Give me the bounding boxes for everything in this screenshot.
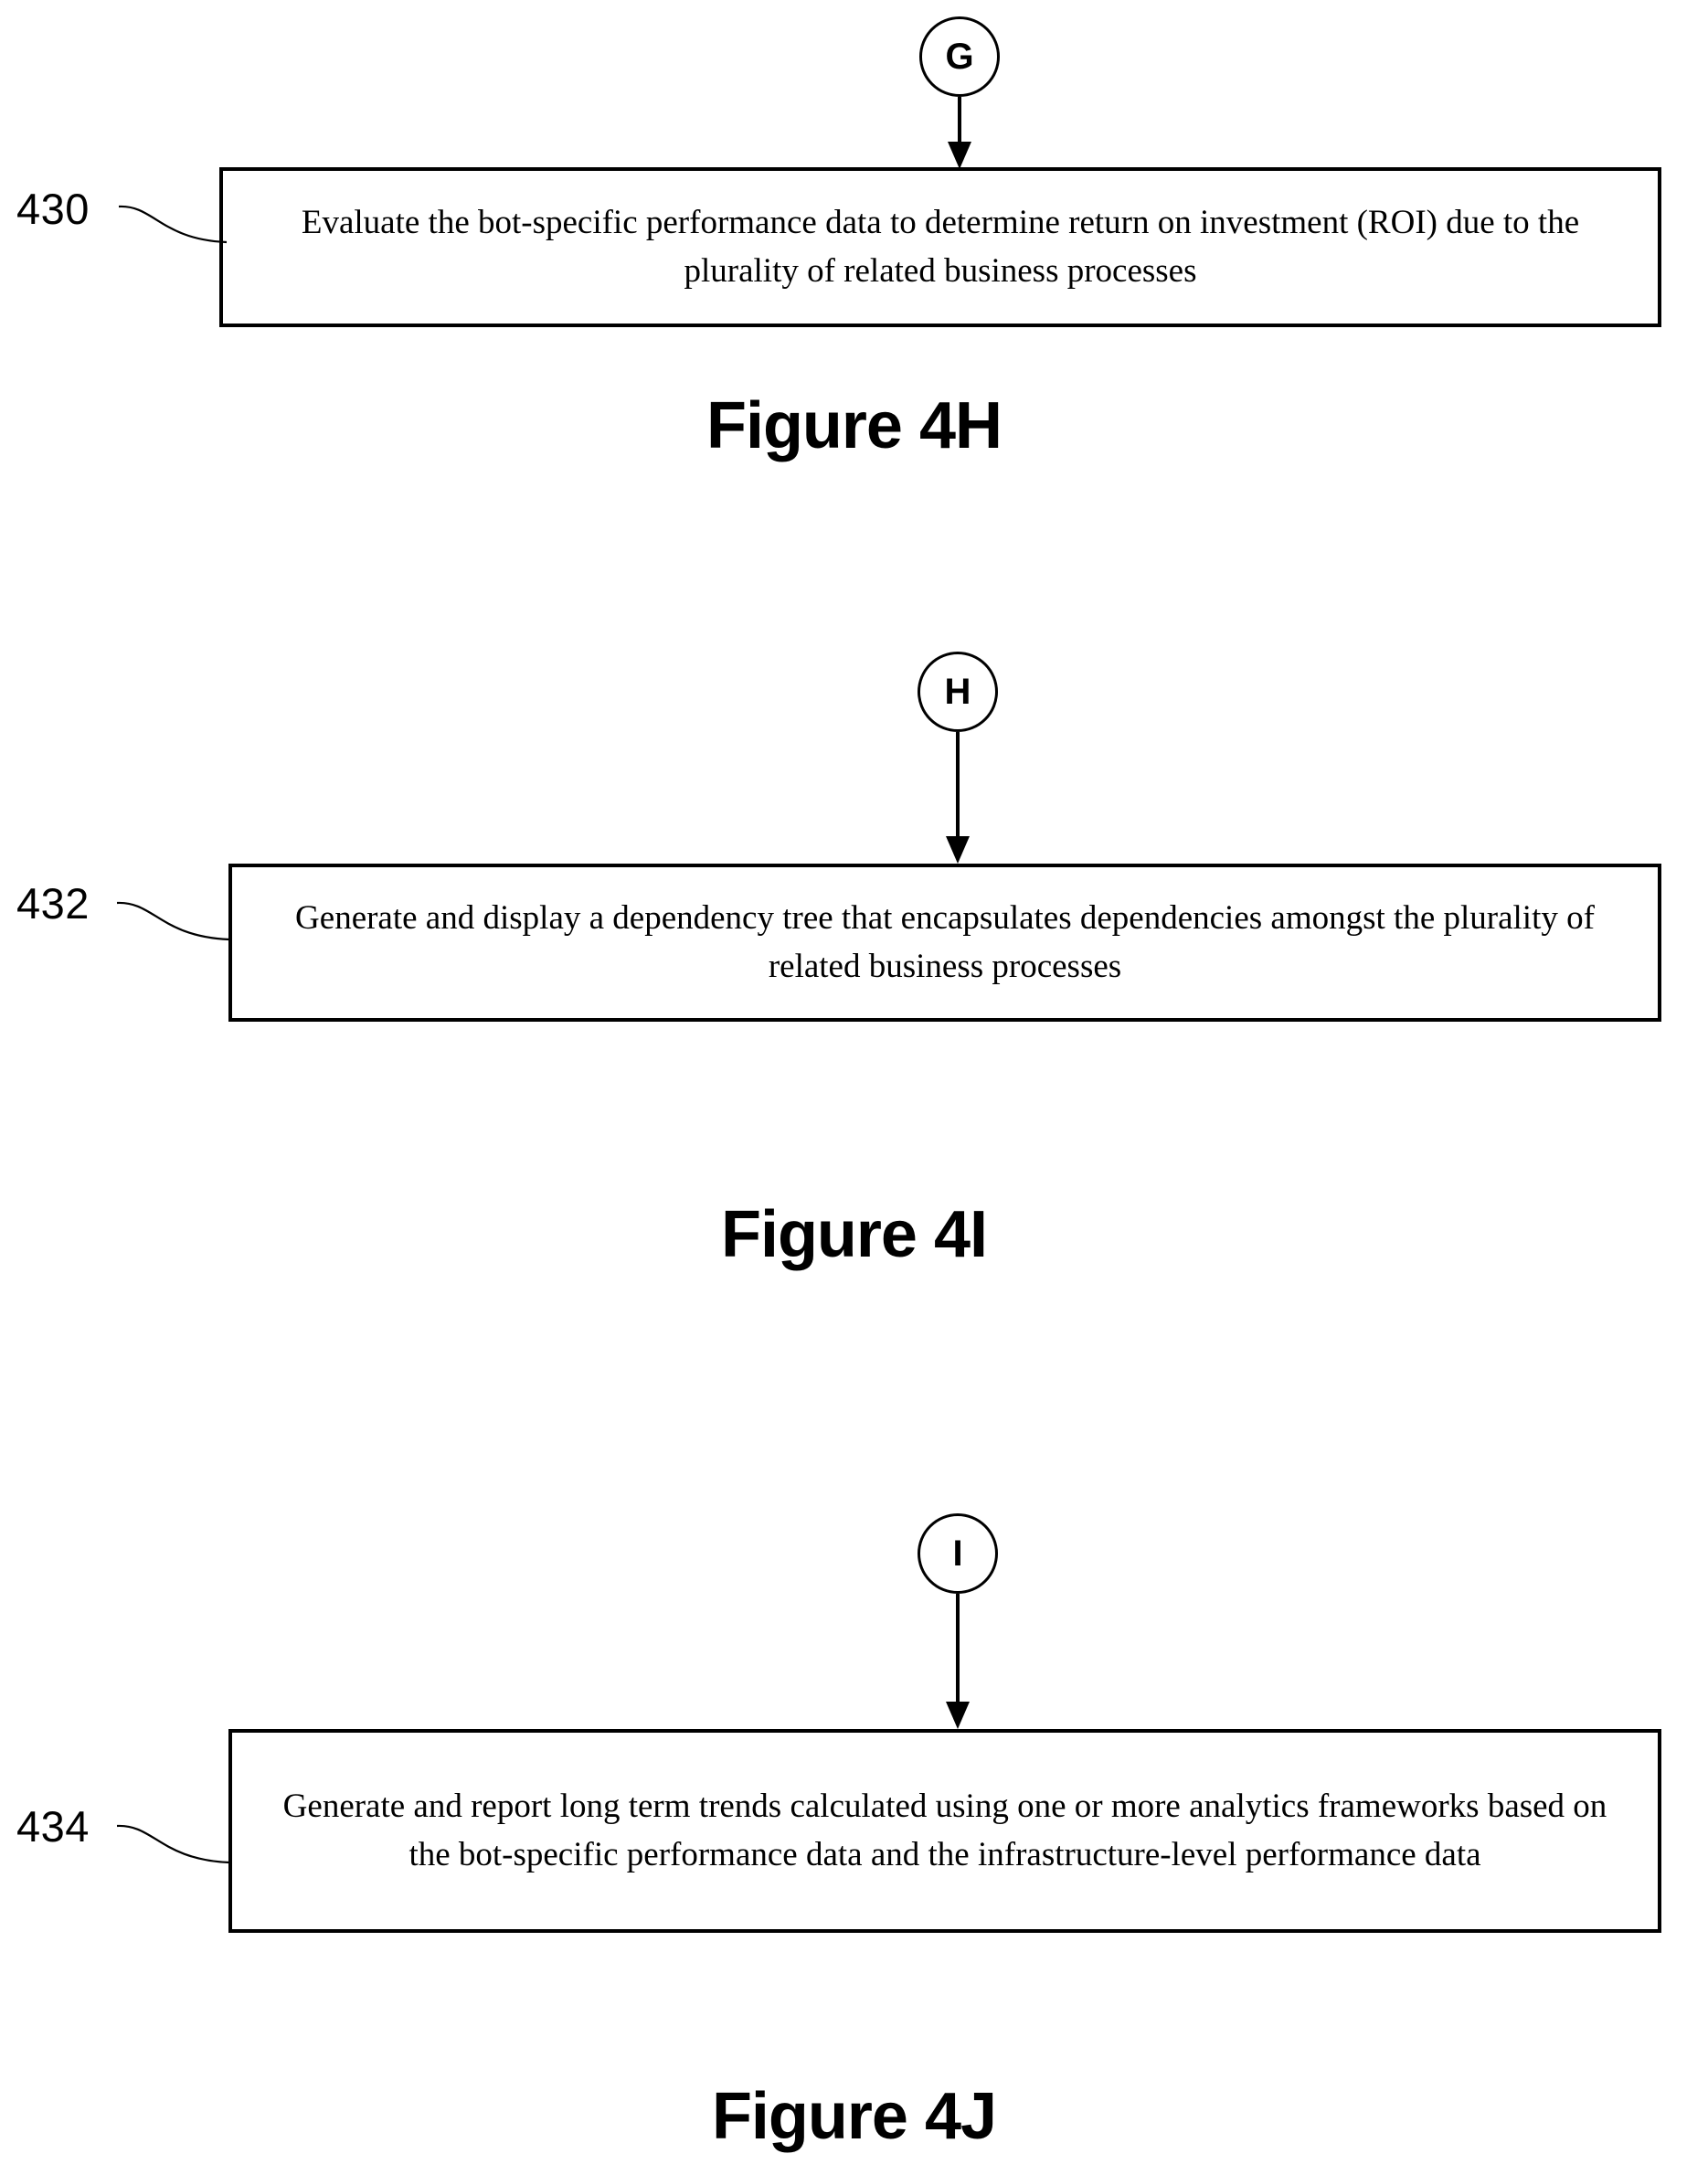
figure-4i-section: H Generate and display a dependency tree… bbox=[0, 640, 1708, 1298]
process-box-434: Generate and report long term trends cal… bbox=[228, 1729, 1661, 1933]
arrow-i-to-step-434 bbox=[945, 1594, 971, 1729]
process-box-432-text: Generate and display a dependency tree t… bbox=[295, 898, 1595, 985]
connector-node-i-label: I bbox=[952, 1533, 963, 1574]
connector-node-h: H bbox=[918, 652, 998, 732]
process-box-432: Generate and display a dependency tree t… bbox=[228, 864, 1661, 1022]
arrow-h-to-step-432 bbox=[945, 732, 971, 864]
ref-numeral-430: 430 bbox=[16, 185, 90, 233]
arrow-g-to-step-430 bbox=[947, 97, 972, 169]
connector-node-g-label: G bbox=[945, 37, 974, 77]
figure-4h-section: G Evaluate the bot-specific performance … bbox=[0, 0, 1708, 512]
process-box-434-text: Generate and report long term trends cal… bbox=[282, 1787, 1607, 1873]
process-box-430: Evaluate the bot-specific performance da… bbox=[219, 167, 1661, 327]
ref-numeral-432: 432 bbox=[16, 879, 90, 928]
figure-4j-section: I Generate and report long term trends c… bbox=[0, 1508, 1708, 2175]
figure-4h-caption: Figure 4H bbox=[705, 389, 1003, 462]
leader-line-430 bbox=[118, 197, 228, 252]
connector-node-i: I bbox=[918, 1513, 998, 1594]
figure-4j-caption: Figure 4J bbox=[711, 2080, 997, 2153]
process-box-430-text: Evaluate the bot-specific performance da… bbox=[301, 203, 1580, 290]
figure-4i-caption: Figure 4I bbox=[720, 1198, 988, 1271]
leader-line-432 bbox=[116, 894, 231, 949]
leader-line-434 bbox=[116, 1817, 231, 1872]
connector-node-g: G bbox=[919, 16, 1000, 97]
ref-numeral-434: 434 bbox=[16, 1802, 90, 1851]
connector-node-h-label: H bbox=[944, 672, 971, 712]
